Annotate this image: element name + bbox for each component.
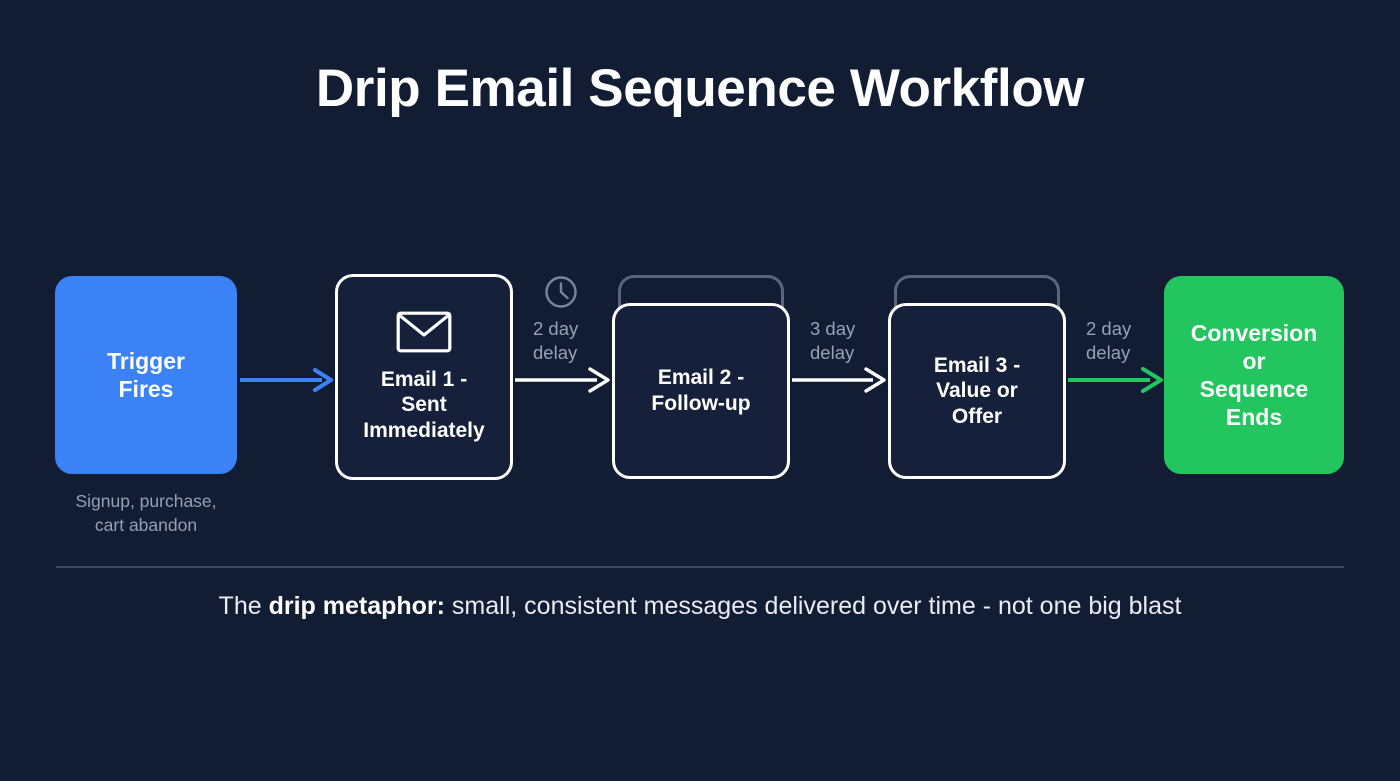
node-trigger-line-1: Trigger	[107, 347, 185, 374]
footer-lead: The	[218, 592, 269, 620]
node-trigger-line-2: Fires	[118, 376, 174, 402]
stacked-card-arc-email-2	[618, 275, 784, 325]
node-trigger-caption: Signup, purchase, cart abandon	[38, 490, 254, 537]
node-email-1-line-1: Email 1 -	[380, 367, 468, 391]
node-trigger-caption-line-1: Signup, purchase,	[75, 491, 217, 511]
delay-label-email3-to-conversion: 2 day delay	[1086, 317, 1178, 364]
node-trigger-fires[interactable]: Trigger Fires	[55, 276, 237, 474]
node-conversion-line-4: Ends	[1225, 404, 1283, 431]
connector-trigger-to-email1	[240, 368, 333, 392]
footer-rest: small, consistent messages delivered ove…	[444, 592, 1182, 620]
footer-divider	[56, 566, 1344, 568]
node-email-3-line-2: Value or	[936, 379, 1018, 403]
delay-label-email2-to-email3: 3 day delay	[810, 317, 902, 364]
delay-label-email1-to-email2: 2 day delay	[533, 317, 625, 364]
connector-email3-to-conversion	[1068, 367, 1163, 393]
node-email-3[interactable]: Email 3 - Value or Offer	[888, 303, 1066, 479]
delay-2-line-1: 3 day	[810, 318, 856, 339]
node-email-1[interactable]: Email 1 - Sent Immediately	[335, 274, 513, 480]
node-email-2-line-1: Email 2 -	[657, 366, 745, 390]
node-conversion-or-sequence-ends[interactable]: Conversion or Sequence Ends	[1164, 276, 1344, 474]
footer-emphasis: drip metaphor:	[268, 592, 445, 620]
node-email-3-line-3: Offer	[951, 404, 1003, 428]
node-email-1-line-3: Immediately	[363, 418, 485, 442]
delay-2-line-2: delay	[810, 341, 855, 363]
envelope-icon	[396, 311, 452, 352]
node-conversion-line-2: or	[1242, 347, 1266, 374]
node-email-2[interactable]: Email 2 - Follow-up	[612, 303, 790, 479]
clock-icon	[545, 276, 577, 308]
node-email-1-line-2: Sent	[401, 393, 447, 417]
delay-3-line-2: delay	[1086, 341, 1131, 363]
node-conversion-line-1: Conversion	[1190, 319, 1318, 346]
node-trigger-caption-line-2: cart abandon	[94, 514, 198, 535]
delay-1-line-2: delay	[533, 341, 578, 363]
footer-caption: The drip metaphor: small, consistent mes…	[0, 592, 1400, 621]
page-title: Drip Email Sequence Workflow	[315, 59, 1085, 118]
connector-email2-to-email3	[792, 367, 886, 393]
connector-email1-to-email2	[515, 367, 610, 393]
node-conversion-line-3: Sequence	[1199, 376, 1309, 402]
delay-3-line-1: 2 day	[1086, 318, 1132, 339]
stacked-card-arc-email-3	[894, 275, 1060, 325]
delay-1-line-1: 2 day	[533, 318, 579, 339]
node-email-2-line-2: Follow-up	[651, 392, 751, 415]
node-email-3-line-1: Email 3 -	[933, 353, 1021, 377]
